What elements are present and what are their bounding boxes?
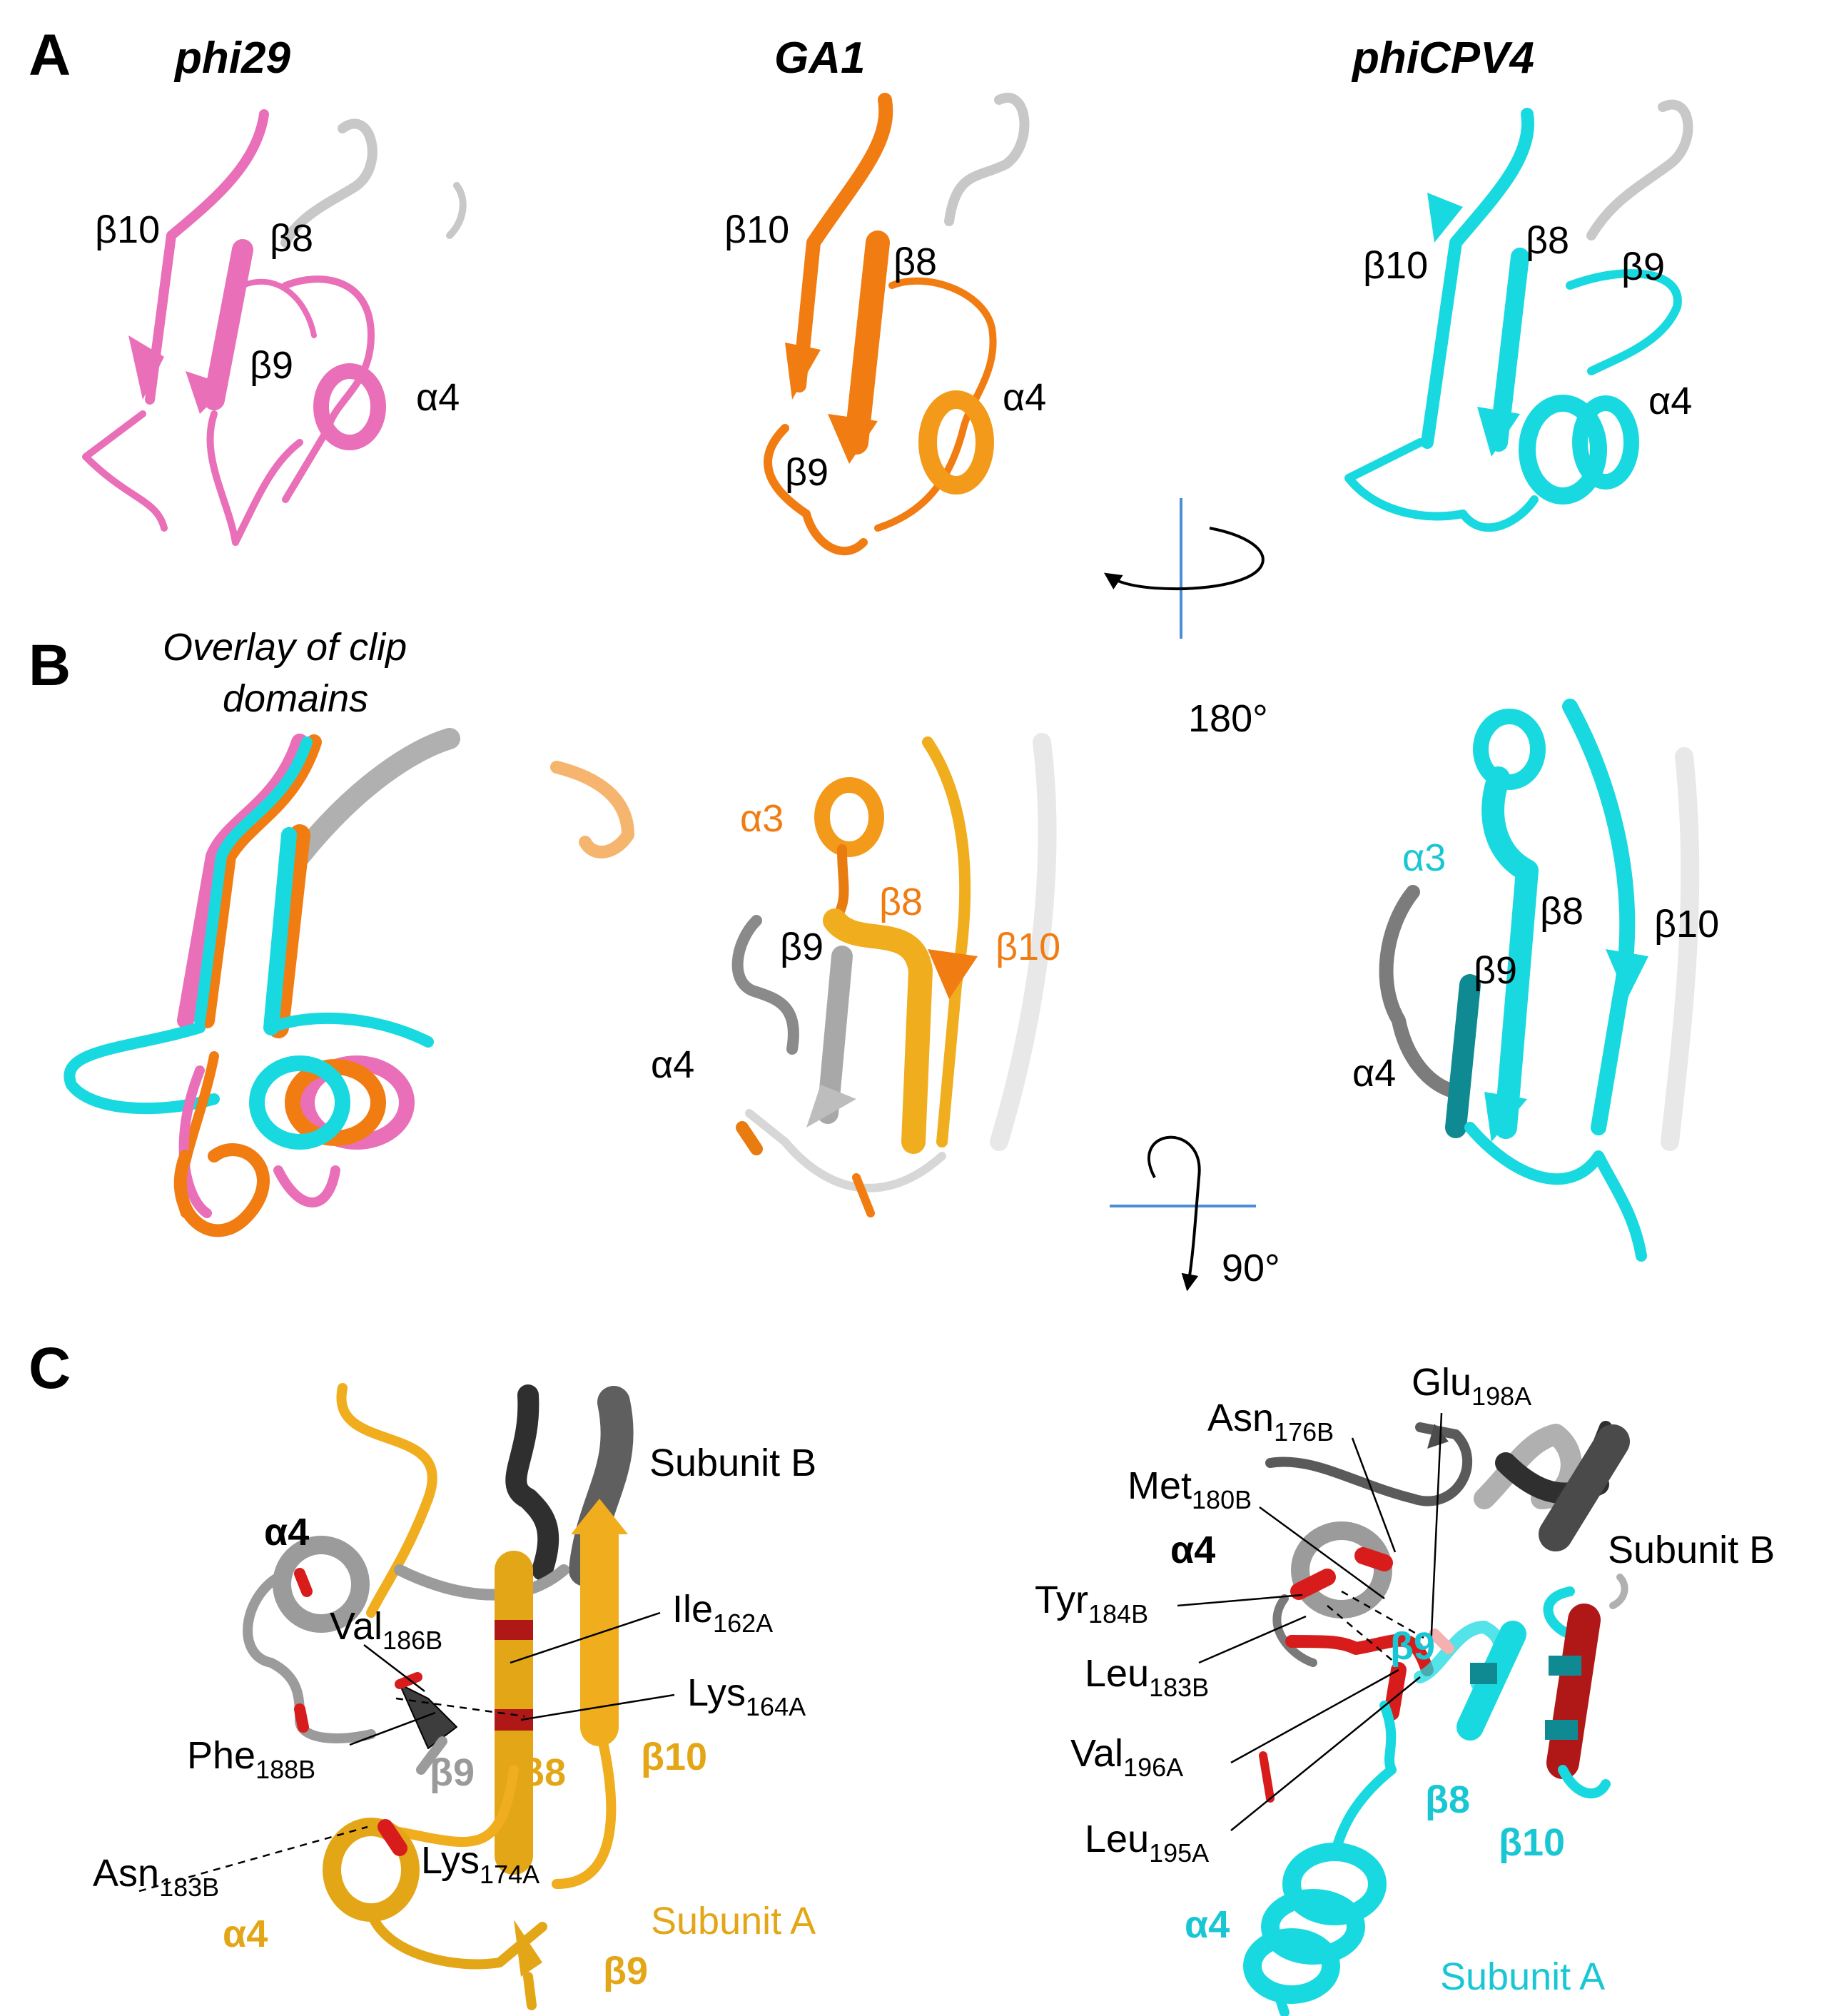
c-right-leader-lines [1177,1412,1443,1831]
phi29-label-b8: β8 [270,217,313,260]
overlay-structure [64,728,460,1237]
c-left-leader-lines [138,1611,675,1893]
phi29-label-b10: β10 [95,208,160,251]
panel-b-letter: B [29,633,71,698]
ga1-structure [764,93,1030,556]
residue-leu183b: Leu183B [1085,1652,1209,1702]
ga1-label-b10: β10 [724,208,789,251]
cpv4-structure [1344,99,1693,532]
residue-leu195a: Leu195A [1085,1818,1209,1868]
residue-glu198a: Glu198A [1412,1361,1531,1411]
panel-c-letter: C [29,1336,71,1401]
c-left-subunit-b: Subunit B [649,1442,816,1484]
c-right-alpha4-top: α4 [1170,1529,1215,1571]
phi29-structure [82,109,467,546]
panel-a-letter: A [29,23,71,88]
rotation-180-label: 180° [1188,697,1268,740]
c-right-beta8: β8 [1425,1778,1470,1821]
ga1-label-b8: β8 [893,240,937,283]
c-left-beta8: β8 [521,1751,566,1794]
panel-b: B Overlay of clip domains 180° [29,626,1719,1262]
cpv4-label-a4: α4 [1648,380,1692,422]
ga1-b-label-b9: β9 [780,926,824,968]
cpv4-rotated-structure [1379,699,1700,1262]
c-right-structure [1243,1421,1630,2016]
c-right-alpha4-bottom: α4 [1185,1903,1230,1946]
cpv4-label-b8: β8 [1526,219,1569,262]
c-left-alpha4-bottom: α4 [223,1913,268,1955]
c-right-subunit-b: Subunit B [1608,1529,1775,1571]
c-right-beta9: β9 [1390,1625,1435,1668]
c-right-subunit-a: Subunit A [1440,1955,1605,1998]
overlay-title-line1: Overlay of clip [163,626,407,669]
ga1-label-a4: α4 [1003,376,1046,419]
residue-val186b: Val186B [330,1605,442,1655]
cpv4-b-label-a3: α3 [1402,836,1446,879]
ga1-b-label-b10: β10 [995,926,1060,968]
cpv4-b-label-b8: β8 [1540,890,1584,933]
ga1-label-b9: β9 [785,451,829,494]
ga1-rotated-structure [550,733,1057,1217]
residue-met180b: Met180B [1128,1464,1252,1514]
phi29-label-a4: α4 [416,376,460,419]
residue-lys174a: Lys174A [421,1839,539,1889]
phi29-label-b9: β9 [250,344,293,387]
residue-ile162a: Ile162A [672,1588,773,1638]
cpv4-b-label-b9: β9 [1474,949,1517,992]
residue-tyr184b: Tyr184B [1035,1579,1148,1628]
ga1-b-label-a3: α3 [740,797,784,840]
title-phicpv4: phiCPV4 [1351,34,1534,83]
c-left-beta10: β10 [641,1736,707,1778]
c-left-beta9-bottom: β9 [603,1950,648,1992]
c-left-alpha4-top: α4 [264,1511,309,1554]
residue-phe188b: Phe188B [187,1734,315,1784]
c-left-subunit-a: Subunit A [651,1900,816,1942]
rotation-180-indicator [1104,498,1265,639]
overlay-title-line2: domains [223,677,368,720]
cpv4-label-b10: β10 [1363,244,1428,287]
residue-val196a: Val196A [1070,1732,1183,1782]
cpv4-b-label-a4: α4 [1352,1052,1396,1095]
rotation-90-indicator: 90° [1110,1135,1280,1292]
title-ga1: GA1 [774,34,865,83]
title-phi29: phi29 [173,34,290,83]
cpv4-b-label-b10: β10 [1654,903,1719,946]
c-left-beta9-grey: β9 [430,1751,475,1794]
cpv4-label-b9: β9 [1621,245,1665,288]
ga1-b-label-b8: β8 [879,881,923,923]
panel-c: C [29,1336,1775,2016]
ga1-b-label-a4: α4 [651,1043,694,1086]
residue-asn183b-left: Asn183B [93,1852,219,1902]
residue-asn176b: Asn176B [1207,1397,1334,1447]
c-right-beta10: β10 [1499,1821,1565,1864]
c-left-structure [243,1383,634,2010]
panel-a: A phi29 GA1 phiCPV4 β10 β8 β9 α4 [29,23,1693,556]
rotation-90-label: 90° [1222,1247,1280,1290]
residue-lys164a: Lys164A [687,1671,806,1721]
